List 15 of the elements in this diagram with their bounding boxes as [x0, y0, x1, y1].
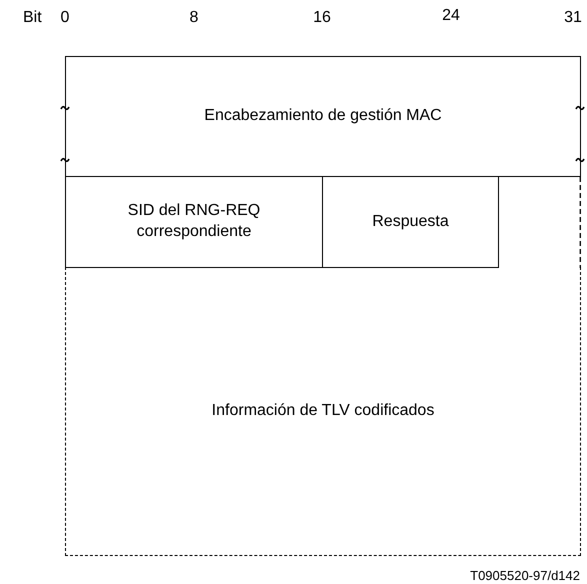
- bit-number: 0: [60, 10, 70, 26]
- field-label: Encabezamiento de gestión MAC: [204, 106, 442, 126]
- field-label: SID del RNG-REQ correspondiente: [126, 201, 262, 242]
- tlv-field: [65, 267, 581, 556]
- response-field: [322, 176, 499, 268]
- bit-number: 31: [564, 10, 582, 26]
- sid-field: [65, 176, 323, 268]
- field-label: Respuesta: [372, 212, 449, 232]
- bit-number: 8: [190, 10, 198, 26]
- figure-reference: T0905520-97/d142: [470, 569, 580, 582]
- axis-label: Bit: [23, 10, 42, 26]
- bit-number: 16: [313, 10, 331, 26]
- bit-number: 24: [442, 8, 460, 24]
- field-label: Información de TLV codificados: [212, 400, 434, 421]
- header-field: [65, 56, 581, 177]
